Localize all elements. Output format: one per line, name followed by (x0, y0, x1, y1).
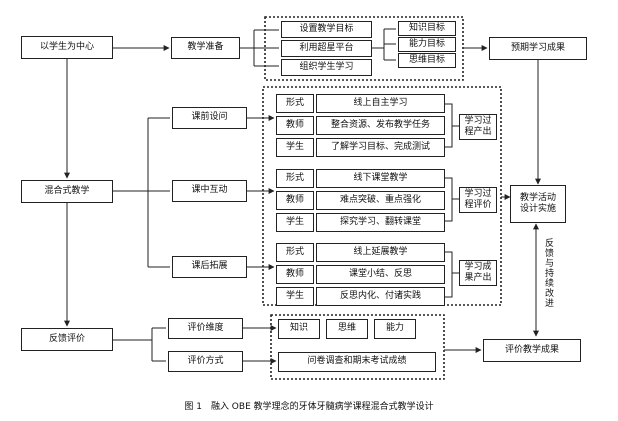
node-blended-teaching: 混合式教学 (21, 180, 113, 203)
figure-caption: 图 1 融入 OBE 教学理念的牙体牙髓病学课程混合式教学设计 (184, 402, 434, 412)
node-after-teacher: 课堂小结、反思 (316, 265, 445, 284)
node-thinking-goal: 思维目标 (398, 53, 456, 68)
connector-feedback-to-eval (113, 327, 166, 362)
node-pre-teacher: 整合资源、发布教学任务 (316, 116, 445, 135)
node-teaching-prep: 教学准备 (171, 37, 240, 59)
node-activity-design: 教学活动 设计实施 (510, 185, 566, 223)
node-in-result: 学习过 程评价 (459, 187, 497, 213)
node-in-teacher: 难点突破、重点强化 (316, 191, 445, 210)
node-in-form: 线下课堂教学 (316, 169, 445, 188)
node-after-form: 线上延展教学 (316, 243, 445, 262)
connector-prep-to-goals (240, 29, 279, 67)
node-in-class: 课中互动 (172, 180, 247, 202)
label-in-student: 学生 (276, 213, 314, 232)
node-after-class: 课后拓展 (172, 256, 247, 278)
node-expected-outcome: 预期学习成果 (489, 37, 587, 60)
node-organize-learning: 组织学生学习 (281, 59, 372, 76)
node-dim-knowledge: 知识 (278, 319, 320, 339)
node-pre-form: 线上自主学习 (316, 94, 445, 113)
label-feedback-improve: 反馈与持续改进 (543, 238, 553, 308)
node-dim-thinking: 思维 (326, 319, 368, 339)
eval-group-frame (270, 314, 445, 380)
connector-blended-to-stages (113, 117, 170, 268)
node-pre-result: 学习过 程产出 (459, 114, 497, 140)
node-set-goals: 设置教学目标 (281, 21, 372, 38)
label-pre-student: 学生 (276, 138, 314, 157)
node-knowledge-goal: 知识目标 (398, 21, 456, 36)
node-pre-class: 课前设问 (172, 107, 247, 129)
label-after-form: 形式 (276, 243, 314, 262)
node-eval-outcome: 评价教学成果 (483, 339, 581, 362)
label-in-teacher: 教师 (276, 191, 314, 210)
node-after-result: 学习成 果产出 (459, 260, 497, 286)
node-ability-goal: 能力目标 (398, 37, 456, 52)
node-dim-ability: 能力 (374, 319, 416, 339)
node-use-platform: 利用超星平台 (281, 40, 372, 57)
connector-after-to-result (445, 251, 459, 298)
connector-goals-to-levels (372, 28, 396, 61)
label-pre-teacher: 教师 (276, 116, 314, 135)
node-student-center: 以学生为中心 (21, 36, 113, 59)
node-method-text: 问卷调查和期末考试成绩 (278, 352, 436, 372)
connector-in-to-result (445, 177, 459, 222)
node-in-student: 探究学习、翻转课堂 (316, 213, 445, 232)
label-after-teacher: 教师 (276, 265, 314, 284)
node-eval-dimension: 评价维度 (168, 318, 243, 339)
node-eval-method: 评价方式 (168, 351, 243, 372)
node-feedback-eval: 反馈评价 (21, 328, 113, 351)
connector-pre-to-result (445, 103, 459, 148)
label-pre-form: 形式 (276, 94, 314, 113)
node-after-student: 反思内化、付诸实践 (316, 287, 445, 306)
label-after-student: 学生 (276, 287, 314, 306)
node-pre-student: 了解学习目标、完成测试 (316, 138, 445, 157)
label-in-form: 形式 (276, 169, 314, 188)
